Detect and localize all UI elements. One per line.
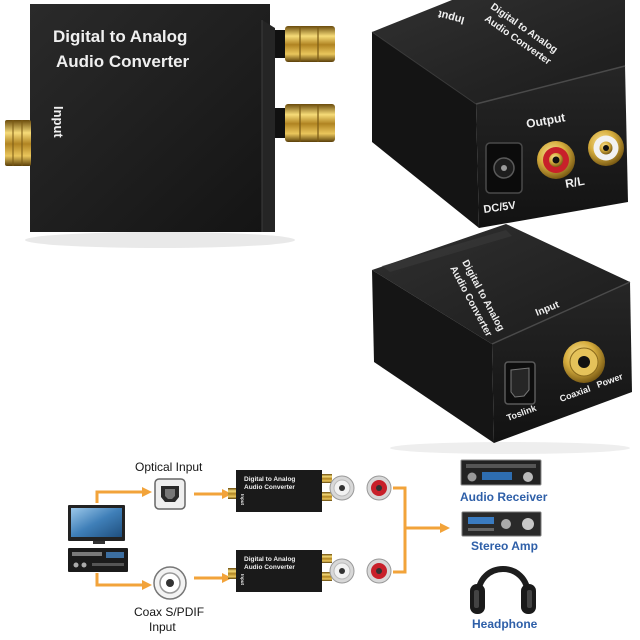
converter-title-line2: Audio Converter <box>244 564 295 571</box>
coaxial-input-connector <box>5 120 31 166</box>
rca-output-connector-upper <box>275 26 335 62</box>
converter-title-line2: Audio Converter <box>244 484 295 491</box>
converter-input-label: Input <box>240 574 245 585</box>
rca-white-icon <box>588 130 624 166</box>
connection-diagram: Optical Input Coax S/PDIF Input Digital … <box>68 459 548 634</box>
dvd-player-icon <box>68 548 128 572</box>
channel-label: R/L <box>564 174 585 191</box>
rca-white-icon <box>329 558 355 584</box>
signal-arrow-coax-source <box>95 573 152 590</box>
coax-input-label-line1: Coax S/PDIF <box>134 605 204 619</box>
rca-red-icon <box>366 475 392 501</box>
stereo-amp-icon <box>461 511 542 537</box>
rca-white-icon <box>329 475 355 501</box>
front-input-label: Input <box>51 106 66 138</box>
headphone-label: Headphone <box>472 617 538 631</box>
stereo-amp-label: Stereo Amp <box>471 539 538 553</box>
dc-power-label: DC/5V <box>483 199 517 215</box>
converter-input-view: Digital to Analog Audio Converter Input … <box>372 224 632 454</box>
converter-thumbnail-optical: Digital to Analog Audio Converter Input <box>228 470 332 512</box>
converter-input-label: Input <box>240 494 245 505</box>
optical-input-label: Optical Input <box>135 460 203 474</box>
output-label: Output <box>525 110 566 131</box>
toslink-port <box>504 361 536 405</box>
headphone-icon <box>470 566 536 614</box>
dc-power-jack <box>485 142 523 194</box>
audio-receiver-label: Audio Receiver <box>460 490 548 504</box>
coaxial-port <box>563 341 605 383</box>
converter-back-view: Input Digital to Analog Audio Converter … <box>371 0 628 228</box>
signal-arrow-optical-source <box>95 487 152 503</box>
coax-input-label-line2: Input <box>149 620 176 634</box>
converter-front-view: Digital to Analog Audio Converter Input <box>5 4 335 248</box>
rca-output-connector-lower <box>275 104 335 142</box>
signal-bracket <box>393 486 407 574</box>
optical-port-icon <box>154 478 186 510</box>
converter-title-line1: Digital to Analog <box>244 556 295 563</box>
front-title-line1: Digital to Analog <box>53 27 187 46</box>
converter-title-line1: Digital to Analog <box>244 476 295 483</box>
tv-icon <box>68 505 125 544</box>
rca-red-icon <box>366 558 392 584</box>
audio-receiver-icon <box>460 459 542 486</box>
front-title-line2: Audio Converter <box>56 52 190 71</box>
rca-red-icon <box>537 141 575 179</box>
converter-thumbnail-coax: Digital to Analog Audio Converter Input <box>228 550 332 592</box>
coaxial-port-icon <box>153 566 187 600</box>
